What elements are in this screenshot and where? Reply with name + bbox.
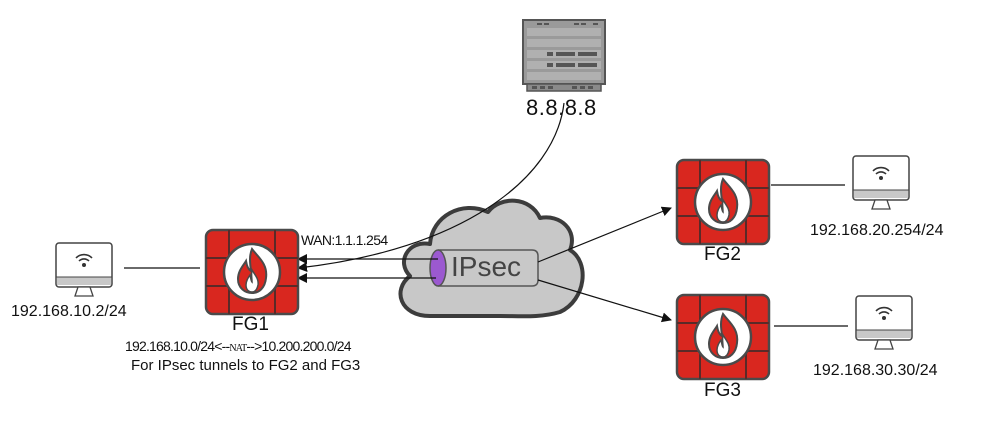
computer-wifi-icon-host1 bbox=[55, 242, 113, 297]
nat-keyword: NAT bbox=[229, 343, 247, 354]
internet-link bbox=[297, 102, 565, 272]
computer-wifi-icon-host3 bbox=[855, 295, 913, 350]
server-label: 8.8.8.8 bbox=[526, 95, 597, 120]
fg1-wan-label: WAN:1.1.1.254 bbox=[301, 232, 388, 248]
nat-translated-subnet: 10.200.200.0/24 bbox=[261, 338, 351, 354]
host2-ip-label: 192.168.20.254/24 bbox=[810, 222, 944, 239]
tunnel-label: IPsec bbox=[451, 251, 522, 282]
firewall-icon-fg2 bbox=[675, 158, 771, 246]
firewall-icon-fg3 bbox=[675, 293, 771, 381]
host1-ip-label: 192.168.10.2/24 bbox=[11, 303, 127, 320]
fg1-label: FG1 bbox=[232, 314, 269, 335]
host3-ip-label: 192.168.30.30/24 bbox=[813, 362, 938, 379]
firewall-icon-fg1 bbox=[204, 228, 300, 316]
computer-wifi-icon-host2 bbox=[852, 155, 910, 210]
nat-arrow-right: --> bbox=[246, 338, 262, 354]
fg3-label: FG3 bbox=[704, 380, 741, 401]
server-rack-icon bbox=[522, 19, 606, 92]
nat-mapping-label: 192.168.10.0/24<--NAT-->10.200.200.0/24 bbox=[125, 338, 352, 354]
nat-caption: For IPsec tunnels to FG2 and FG3 bbox=[131, 357, 361, 374]
nat-source-subnet: 192.168.10.0/24 bbox=[125, 338, 215, 354]
fg2-label: FG2 bbox=[704, 244, 741, 265]
tunnel-link-fg3 bbox=[537, 279, 672, 323]
nat-arrow-left: <-- bbox=[214, 338, 230, 354]
tunnel-link-fg2 bbox=[537, 206, 672, 263]
